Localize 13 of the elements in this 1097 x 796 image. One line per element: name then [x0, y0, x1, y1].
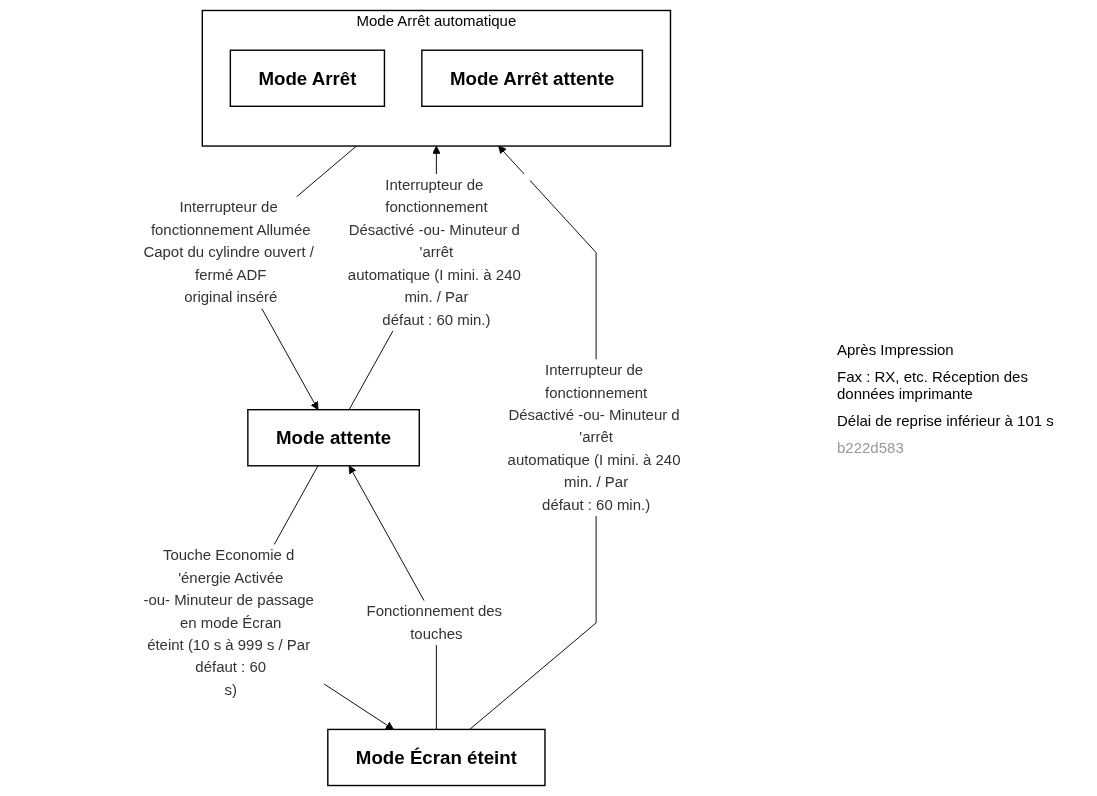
figure-code: b222d583: [837, 438, 905, 456]
node-box: Mode Arrêt attente: [421, 49, 644, 107]
node-box: Mode Écran éteint: [327, 728, 546, 787]
note: Après Impression: [837, 340, 955, 358]
node-box: Mode attente: [247, 409, 421, 467]
edge-label: Interrupteur de fonctionnement Désactivé -ou- Minuteur d 'arrêt automatique (I mini. à 240 min. / Par défaut : 60 min.): [507, 362, 681, 513]
node-box: Mode Arrêt: [229, 49, 386, 107]
edge-label: Touche Economie d 'énergie Activée -ou- Minuteur de passage en mode Écran éteint (10 s à 999 s / Par défaut : 60 s): [143, 547, 314, 698]
edge-label: Interrupteur de fonctionnement Allumée Capot du cylindre ouvert / fermé ADF original inséré: [143, 199, 314, 305]
edge-label: Interrupteur de fonctionnement Désactivé -ou- Minuteur d 'arrêt automatique (I mini. à 240 min. / Par défaut : 60 min.): [347, 176, 521, 328]
note: Délai de reprise inférieur à 101 s: [837, 411, 1055, 429]
note: Fax : RX, etc. Réception des données imprimante: [837, 367, 1029, 402]
edge-label: Fonctionnement des touches: [366, 603, 503, 642]
